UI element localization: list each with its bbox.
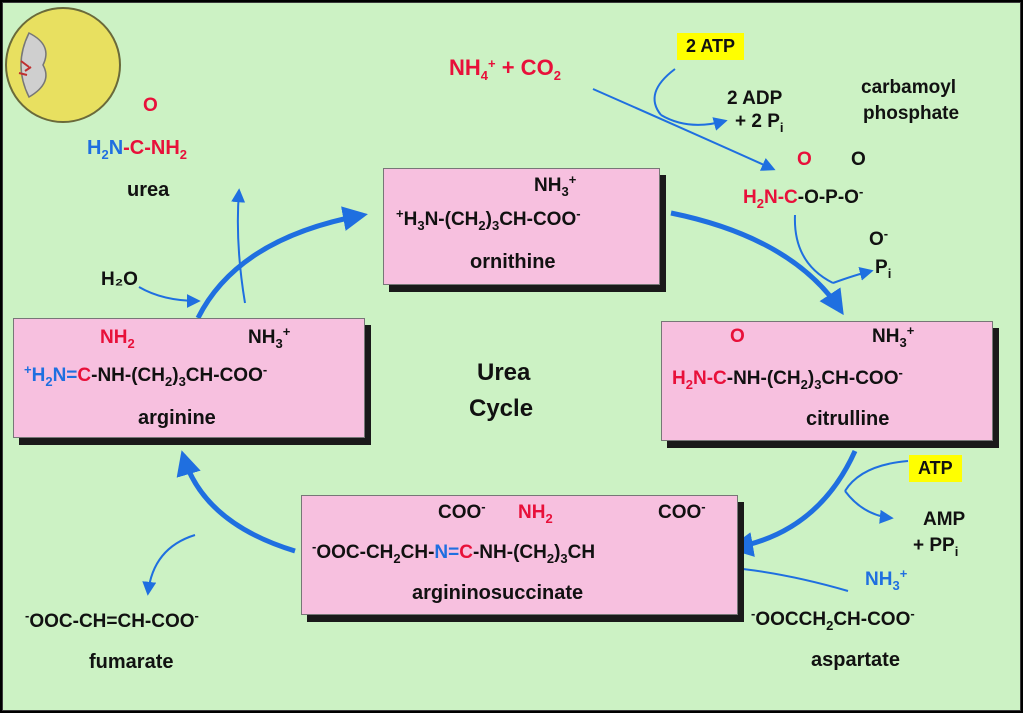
- ppi-label: + PPi: [913, 535, 959, 559]
- aspartate-nh3: NH3+: [865, 566, 908, 593]
- fumarate-formula: -OOC-CH=CH-COO-: [25, 608, 199, 632]
- carbamoyl-formula: H2N-C-O-P-O-: [743, 184, 864, 211]
- arrow-to-urea: [231, 188, 246, 304]
- urea-o: O: [143, 95, 158, 116]
- 2atp-tag: 2 ATP: [677, 33, 745, 60]
- arrow-nh4-to-carbamoyl: [592, 88, 776, 171]
- h2o-label: H₂O: [101, 269, 138, 290]
- arrow-2adp-out: [660, 114, 728, 131]
- arrow-fumarate-out: [142, 534, 196, 596]
- pi-label: Pi: [875, 257, 892, 281]
- carbamoyl-label-2: phosphate: [863, 103, 960, 124]
- arrow-arginine-to-ornithine: [195, 206, 368, 320]
- citrulline-formula: H2N-C-NH-(CH2)3CH-COO-: [672, 365, 903, 392]
- argininosuccinate-box: COO- NH2 COO- -OOC-CH2CH-N=C-NH-(CH2)3CH…: [301, 495, 738, 615]
- citrulline-box: O NH3+ H2N-C-NH-(CH2)3CH-COO- citrulline: [661, 321, 993, 441]
- aspartate-name: aspartate: [811, 649, 900, 671]
- argininosuccinate-name: argininosuccinate: [412, 582, 584, 604]
- fumarate-name: fumarate: [89, 651, 174, 673]
- urea-formula: H2N-C-NH2: [87, 137, 188, 162]
- arrow-h2o-in: [138, 286, 201, 308]
- amp-label: AMP: [923, 509, 966, 530]
- carbamoyl-label-1: carbamoyl: [861, 77, 957, 98]
- atp-tag: ATP: [909, 455, 962, 482]
- ornithine-name: ornithine: [470, 251, 556, 273]
- arginine-formula: +H2N=C-NH-(CH2)3CH-COO-: [24, 362, 268, 389]
- arrow-ornithine-to-citrulline: [670, 210, 844, 316]
- argsucc-coo-1: COO-: [438, 499, 486, 523]
- argsucc-coo-2: COO-: [658, 499, 706, 523]
- arrow-pi-out: [832, 266, 874, 284]
- cell-icon: [5, 7, 121, 123]
- argsucc-nh2: NH2: [518, 502, 553, 526]
- arrow-aspartate-in: [742, 568, 849, 592]
- 2pi-label: + 2 Pi: [735, 111, 784, 135]
- arrow-atp-in: [844, 460, 909, 492]
- arginine-nh3: NH3+: [248, 324, 291, 351]
- ornithine-formula: +H3N-(CH2)3CH-COO-: [396, 206, 581, 233]
- arrow-2atp-in: [653, 68, 676, 116]
- cycle-title-line2: Cycle: [469, 395, 534, 422]
- arrow-argininosuccinate-to-arginine: [176, 450, 296, 554]
- ornithine-box: NH3+ +H3N-(CH2)3CH-COO- ornithine: [383, 168, 660, 285]
- 2adp-label: 2 ADP: [727, 88, 783, 109]
- cycle-title-line1: Urea: [477, 359, 531, 386]
- citrulline-name: citrulline: [806, 408, 890, 430]
- nh4-co2-label: NH4+ + CO2: [449, 55, 561, 83]
- arrows-layer: [5, 7, 909, 596]
- arginine-nh2: NH2: [100, 327, 135, 351]
- citrulline-nh3: NH3+: [872, 323, 915, 350]
- carbamoyl-o1: O: [797, 149, 812, 170]
- citrulline-o: O: [730, 326, 745, 347]
- arrow-citrulline-to-argininosuccinate: [728, 449, 858, 557]
- arginine-box: NH2 NH3+ +H2N=C-NH-(CH2)3CH-COO- arginin…: [13, 318, 365, 438]
- arginine-name: arginine: [138, 407, 216, 429]
- carbamoyl-o-minus: O-: [869, 226, 889, 250]
- aspartate-formula: -OOCCH2CH-COO-: [751, 606, 915, 633]
- argininosuccinate-formula: -OOC-CH2CH-N=C-NH-(CH2)3CH: [312, 539, 596, 566]
- arrow-carbamoyl-to-cycle: [793, 214, 834, 284]
- urea-name: urea: [127, 179, 170, 201]
- carbamoyl-o2: O: [851, 149, 866, 170]
- arrow-amp-out: [844, 490, 894, 524]
- ornithine-nh3: NH3+: [534, 172, 577, 199]
